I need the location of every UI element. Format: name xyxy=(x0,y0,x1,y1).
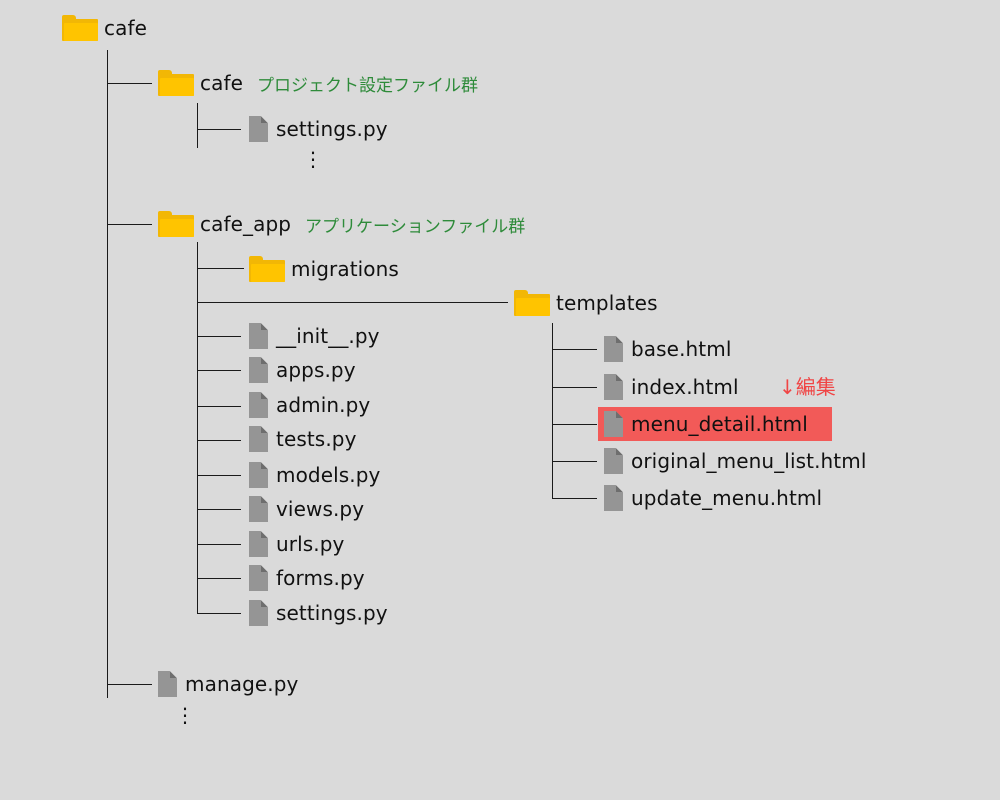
file-label: forms.py xyxy=(276,566,365,590)
file-icon xyxy=(249,531,268,557)
file-label: index.html xyxy=(631,375,739,399)
connector-line xyxy=(107,224,152,225)
file-label: tests.py xyxy=(276,427,357,451)
connector-line xyxy=(197,129,241,130)
file-item[interactable]: base.html xyxy=(604,336,732,362)
connector-line xyxy=(197,475,241,476)
file-label: admin.py xyxy=(276,393,371,417)
folder-icon xyxy=(514,290,550,316)
project-trunk-line xyxy=(197,103,198,148)
file-label: manage.py xyxy=(185,672,299,696)
migrations-folder[interactable]: migrations xyxy=(249,256,399,282)
project-folder-label: cafe xyxy=(200,71,243,95)
connector-line xyxy=(197,578,241,579)
folder-icon xyxy=(62,15,98,41)
project-folder-note: プロジェクト設定ファイル群 xyxy=(257,75,478,96)
root-folder-label: cafe xyxy=(104,16,147,40)
edit-note: ↓編集 xyxy=(779,375,836,399)
root-trunk-line xyxy=(107,50,108,698)
file-item-highlighted[interactable]: menu_detail.html xyxy=(604,411,808,437)
file-item[interactable]: admin.py xyxy=(249,392,370,418)
connector-line xyxy=(197,509,241,510)
file-icon xyxy=(249,116,268,142)
folder-icon xyxy=(158,70,194,96)
app-folder-label: cafe_app xyxy=(200,212,292,236)
templates-folder[interactable]: templates xyxy=(514,290,658,316)
file-icon xyxy=(249,357,268,383)
file-label: update_menu.html xyxy=(631,486,823,510)
connector-line xyxy=(107,83,152,84)
file-item[interactable]: forms.py xyxy=(249,565,365,591)
connector-line xyxy=(197,370,241,371)
connector-line xyxy=(197,302,508,303)
file-label: menu_detail.html xyxy=(631,412,808,436)
file-item[interactable]: views.py xyxy=(249,496,364,522)
file-label: urls.py xyxy=(276,532,345,556)
ellipsis: ⋮ xyxy=(303,147,323,171)
ellipsis: ⋮ xyxy=(175,703,195,727)
file-label: views.py xyxy=(276,497,365,521)
app-trunk-line xyxy=(197,242,198,614)
connector-line xyxy=(552,461,597,462)
connector-line xyxy=(197,406,241,407)
file-icon xyxy=(604,485,623,511)
file-label: models.py xyxy=(276,463,381,487)
file-item[interactable]: manage.py xyxy=(158,671,298,697)
file-item[interactable]: settings.py xyxy=(249,116,388,142)
file-label: settings.py xyxy=(276,117,388,141)
file-icon xyxy=(158,671,177,697)
file-item[interactable]: apps.py xyxy=(249,357,356,383)
file-label: base.html xyxy=(631,337,732,361)
connector-line xyxy=(107,684,152,685)
file-label: original_menu_list.html xyxy=(631,449,867,473)
file-label: apps.py xyxy=(276,358,356,382)
file-item[interactable]: __init__.py xyxy=(249,323,380,349)
file-icon xyxy=(249,496,268,522)
file-item[interactable]: update_menu.html xyxy=(604,485,822,511)
folder-label: migrations xyxy=(291,257,399,281)
connector-line xyxy=(197,544,241,545)
file-icon xyxy=(249,426,268,452)
root-folder[interactable]: cafe xyxy=(62,15,147,41)
file-icon xyxy=(249,323,268,349)
connector-line xyxy=(197,336,241,337)
file-icon xyxy=(249,600,268,626)
file-item[interactable]: index.html xyxy=(604,374,739,400)
file-icon xyxy=(249,565,268,591)
connector-line xyxy=(552,498,597,499)
file-item[interactable]: tests.py xyxy=(249,426,357,452)
file-icon xyxy=(604,336,623,362)
file-item[interactable]: models.py xyxy=(249,462,380,488)
file-label: settings.py xyxy=(276,601,388,625)
connector-line xyxy=(197,268,244,269)
app-folder[interactable]: cafe_app アプリケーションファイル群 xyxy=(158,211,525,237)
file-icon xyxy=(249,392,268,418)
file-icon xyxy=(604,448,623,474)
folder-label: templates xyxy=(556,291,658,315)
folder-icon xyxy=(249,256,285,282)
templates-trunk-line xyxy=(552,323,553,499)
file-item[interactable]: urls.py xyxy=(249,531,344,557)
file-label: __init__.py xyxy=(276,324,380,348)
connector-line xyxy=(552,424,597,425)
project-folder[interactable]: cafe プロジェクト設定ファイル群 xyxy=(158,70,478,96)
connector-line xyxy=(552,387,597,388)
file-item[interactable]: original_menu_list.html xyxy=(604,448,866,474)
file-icon xyxy=(249,462,268,488)
connector-line xyxy=(197,440,241,441)
file-item[interactable]: settings.py xyxy=(249,600,388,626)
app-folder-note: アプリケーションファイル群 xyxy=(305,216,526,237)
folder-icon xyxy=(158,211,194,237)
file-icon xyxy=(604,374,623,400)
connector-line xyxy=(552,349,597,350)
highlight-box xyxy=(598,407,832,441)
file-icon xyxy=(604,411,623,437)
connector-line xyxy=(197,613,241,614)
